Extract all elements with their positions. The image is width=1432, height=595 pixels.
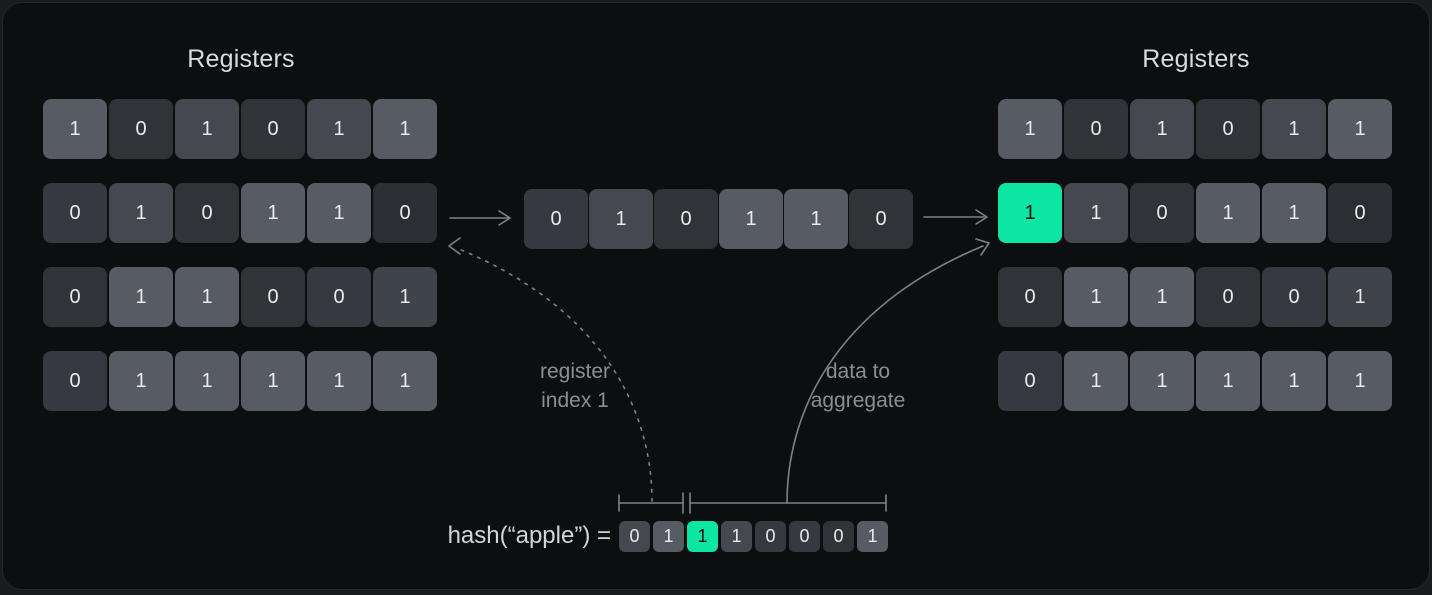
register-cell: 0 xyxy=(998,267,1062,327)
register-cell: 0 xyxy=(109,99,173,159)
register-cell: 0 xyxy=(1130,183,1194,243)
register-cell: 1 xyxy=(1196,183,1260,243)
register-cell-highlighted: 1 xyxy=(998,183,1062,243)
right-registers-title: Registers xyxy=(1142,45,1250,73)
register-cell: 1 xyxy=(1328,99,1392,159)
hash-span-brackets-icon xyxy=(618,492,887,514)
register-cell: 1 xyxy=(1196,351,1260,411)
data-aggregate-label-line1: data to xyxy=(825,360,891,383)
register-cell: 0 xyxy=(524,189,588,249)
register-cell: 1 xyxy=(175,267,239,327)
register-cell: 1 xyxy=(175,351,239,411)
register-cell: 1 xyxy=(784,189,848,249)
hash-bit-cell: 1 xyxy=(653,521,684,552)
hash-bit-cell: 1 xyxy=(857,521,888,552)
register-cell: 0 xyxy=(43,183,107,243)
hash-bit-cell: 1 xyxy=(721,521,752,552)
register-cell: 1 xyxy=(719,189,783,249)
hash-expression-label: hash(“apple”) = xyxy=(447,522,611,549)
register-cell: 1 xyxy=(1130,351,1194,411)
register-cell: 0 xyxy=(241,99,305,159)
register-cell: 1 xyxy=(1130,267,1194,327)
data-aggregate-label: data to aggregate xyxy=(783,357,933,415)
register-cell: 0 xyxy=(849,189,913,249)
register-index-label: register index 1 xyxy=(500,357,650,415)
register-cell: 1 xyxy=(998,99,1062,159)
register-cell: 0 xyxy=(43,267,107,327)
register-cell: 1 xyxy=(307,351,371,411)
register-cell: 1 xyxy=(373,99,437,159)
left-registers-title: Registers xyxy=(187,45,295,73)
register-cell: 1 xyxy=(373,267,437,327)
register-cell: 0 xyxy=(175,183,239,243)
register-cell: 0 xyxy=(654,189,718,249)
register-cell: 1 xyxy=(109,267,173,327)
register-cell: 1 xyxy=(307,99,371,159)
register-cell: 0 xyxy=(1262,267,1326,327)
data-aggregate-label-line2: aggregate xyxy=(810,389,906,412)
register-cell: 1 xyxy=(241,183,305,243)
register-cell: 0 xyxy=(998,351,1062,411)
register-cell: 1 xyxy=(241,351,305,411)
register-cell: 0 xyxy=(1196,99,1260,159)
register-cell: 1 xyxy=(1064,267,1128,327)
register-cell: 0 xyxy=(307,267,371,327)
register-cell: 1 xyxy=(43,99,107,159)
register-cell: 1 xyxy=(589,189,653,249)
hash-bit-cell-highlighted: 1 xyxy=(687,521,718,552)
register-cell: 1 xyxy=(1262,99,1326,159)
hash-bit-cell: 0 xyxy=(823,521,854,552)
register-cell: 1 xyxy=(307,183,371,243)
register-cell: 1 xyxy=(1262,351,1326,411)
register-cell: 0 xyxy=(1328,183,1392,243)
register-cell: 0 xyxy=(43,351,107,411)
register-cell: 1 xyxy=(109,351,173,411)
register-cell: 0 xyxy=(1196,267,1260,327)
register-index-label-line1: register xyxy=(539,360,611,383)
register-cell: 0 xyxy=(373,183,437,243)
hash-bit-cell: 0 xyxy=(755,521,786,552)
register-index-label-line2: index 1 xyxy=(541,389,609,412)
register-cell: 1 xyxy=(1130,99,1194,159)
hash-bit-cell: 0 xyxy=(789,521,820,552)
middle-to-right-arrow-icon xyxy=(923,209,988,225)
register-cell: 1 xyxy=(1064,351,1128,411)
register-cell: 1 xyxy=(1262,183,1326,243)
register-cell: 1 xyxy=(1328,351,1392,411)
register-cell: 0 xyxy=(241,267,305,327)
register-cell: 1 xyxy=(175,99,239,159)
hash-bit-cell: 0 xyxy=(619,521,650,552)
register-cell: 1 xyxy=(373,351,437,411)
register-cell: 1 xyxy=(1064,183,1128,243)
left-to-middle-arrow-icon xyxy=(449,210,511,226)
register-cell: 0 xyxy=(1064,99,1128,159)
register-cell: 1 xyxy=(109,183,173,243)
register-cell: 1 xyxy=(1328,267,1392,327)
